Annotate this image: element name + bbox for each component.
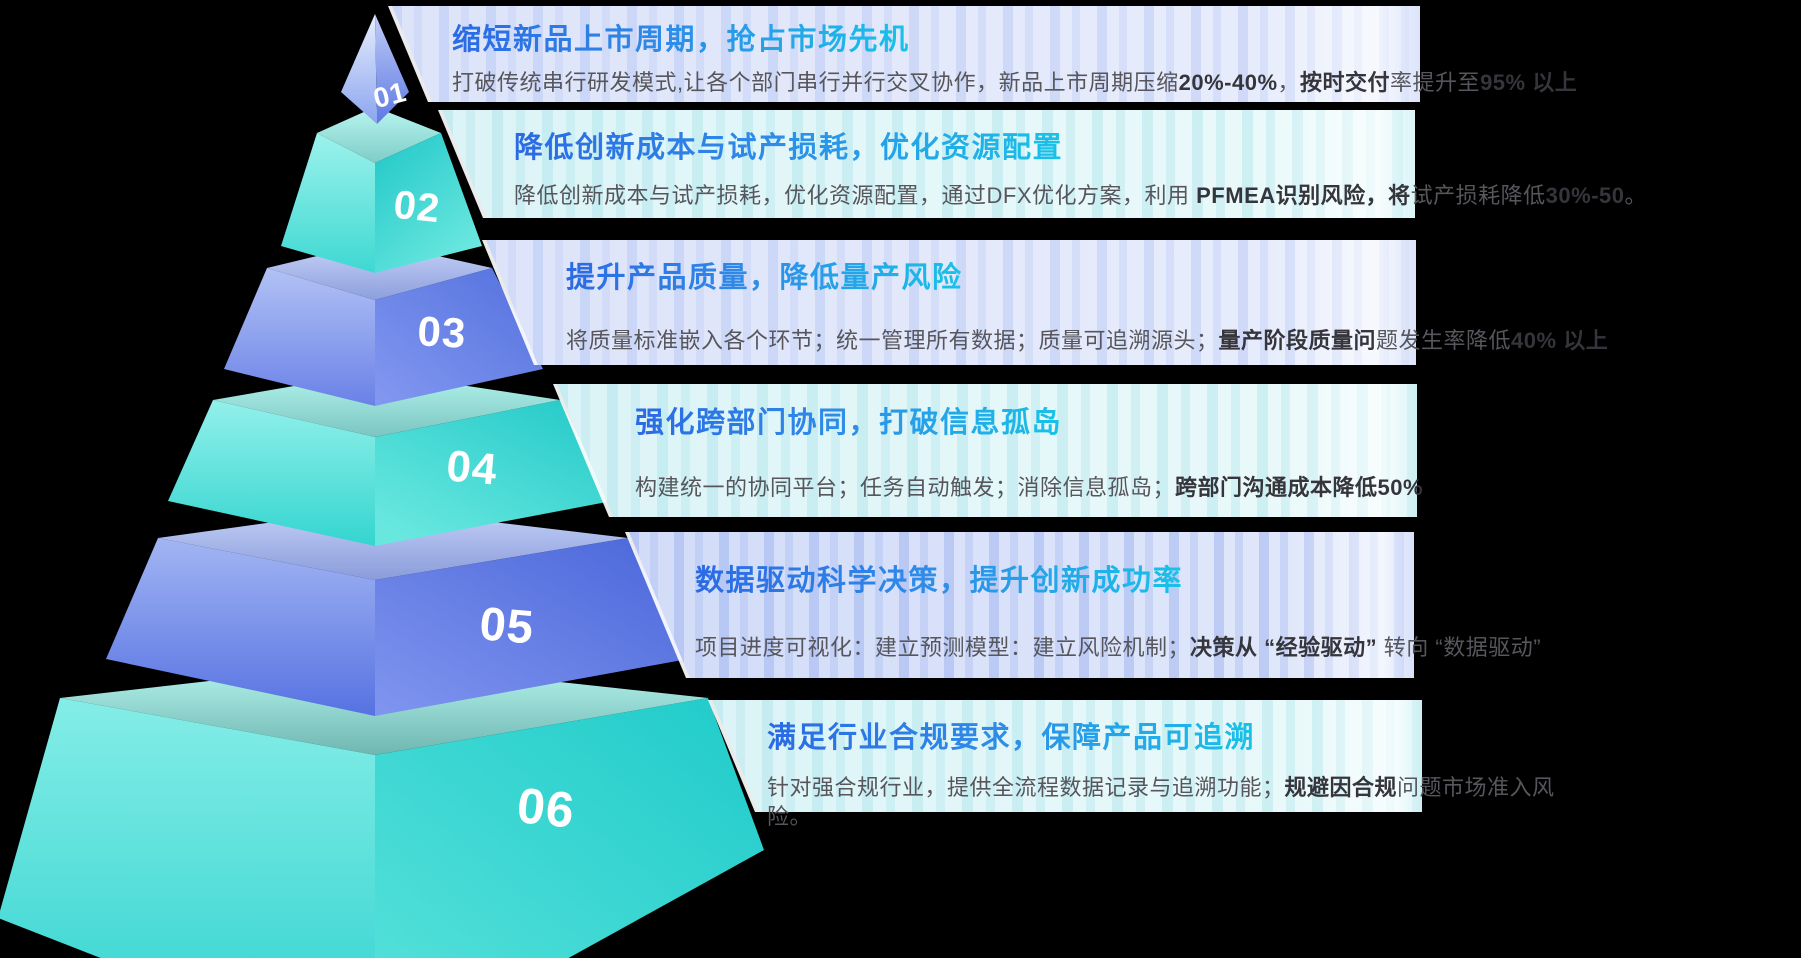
tier-5-left-face bbox=[106, 538, 375, 716]
panel-description: 打破传统串行研发模式,让各个部门串行并行交叉协作，新品上市周期压缩20%-40%… bbox=[452, 70, 1578, 95]
tier-5-top-face bbox=[158, 508, 628, 580]
tier-2-right-face bbox=[375, 133, 482, 273]
panel-title: 提升产品质量，降低量产风险 bbox=[566, 254, 963, 296]
tier-5-number: 05 bbox=[478, 596, 537, 654]
benefit-panel-6: 满足行业合规要求，保障产品可追溯 针对强合规行业，提供全流程数据记录与追溯功能；… bbox=[708, 700, 1554, 829]
tier-6-right-face bbox=[375, 698, 764, 958]
tier-6-left-face bbox=[0, 698, 375, 958]
tier-3-right-face bbox=[375, 268, 543, 406]
tier-2-left-face bbox=[281, 133, 375, 273]
panel-title: 缩短新品上市周期，抢占市场先机 bbox=[452, 16, 910, 58]
panel-background bbox=[442, 110, 1415, 218]
panel-background bbox=[629, 532, 1414, 678]
panel-description: 项目进度可视化：建立预测模型：建立风险机制；决策从 “经验驱动” 转向 “数据驱… bbox=[695, 635, 1542, 660]
panel-description: 将质量标准嵌入各个环节；统一管理所有数据；质量可追溯源头；量产阶段质量问题发生率… bbox=[566, 328, 1609, 353]
panel-description: 降低创新成本与试产损耗，优化资源配置，通过DFX优化方案，利用 PFMEA识别风… bbox=[514, 183, 1648, 208]
tier-4-top-face bbox=[213, 372, 560, 437]
tier-4-number: 04 bbox=[444, 441, 499, 494]
benefit-panel-1: 缩短新品上市周期，抢占市场先机 打破传统串行研发模式,让各个部门串行并行交叉协作… bbox=[388, 6, 1578, 102]
panel-background bbox=[392, 6, 1420, 102]
tier-3-left-face bbox=[224, 268, 375, 406]
panel-title: 满足行业合规要求，保障产品可追溯 bbox=[767, 714, 1255, 756]
tier-2-top-face bbox=[317, 107, 441, 163]
tier-2-number: 02 bbox=[392, 183, 443, 232]
panel-background bbox=[486, 240, 1416, 365]
tier-5-right-face bbox=[375, 538, 688, 716]
panel-title: 数据驱动科学决策，提升创新成功率 bbox=[695, 557, 1183, 599]
benefit-panel-5: 数据驱动科学决策，提升创新成功率 项目进度可视化：建立预测模型：建立风险机制；决… bbox=[625, 532, 1542, 678]
benefit-panel-3: 提升产品质量，降低量产风险 将质量标准嵌入各个环节；统一管理所有数据；质量可追溯… bbox=[482, 240, 1609, 365]
pyramid-tier-5: 05 bbox=[106, 508, 688, 716]
pyramid-tier-2: 02 bbox=[281, 107, 482, 273]
tier-4-right-face bbox=[375, 400, 612, 546]
tier-1-right-face bbox=[375, 14, 409, 124]
panel-description: 针对强合规行业，提供全流程数据记录与追溯功能；规避因合规问题市场准入风险。 bbox=[767, 775, 1555, 829]
panel-title: 强化跨部门协同，打破信息孤岛 bbox=[635, 399, 1062, 441]
pyramid-tier-6: 06 bbox=[0, 662, 764, 958]
tier-4-left-face bbox=[168, 400, 375, 546]
pyramid-tier-1: 01 bbox=[341, 14, 410, 124]
pyramid-graphic: 06 05 04 03 02 bbox=[0, 14, 764, 958]
benefit-panel-4: 强化跨部门协同，打破信息孤岛 构建统一的协同平台；任务自动触发；消除信息孤岛；跨… bbox=[553, 384, 1424, 517]
tier-6-number: 06 bbox=[514, 777, 577, 839]
panel-background bbox=[712, 700, 1422, 812]
pyramid-tier-4: 04 bbox=[168, 372, 612, 546]
panel-background bbox=[557, 384, 1417, 517]
panel-description: 构建统一的协同平台；任务自动触发；消除信息孤岛；跨部门沟通成本降低50% bbox=[635, 475, 1424, 500]
benefit-panel-2: 降低创新成本与试产损耗，优化资源配置 降低创新成本与试产损耗，优化资源配置，通过… bbox=[438, 110, 1648, 218]
tier-3-number: 03 bbox=[416, 307, 467, 356]
tier-1-left-face bbox=[341, 14, 377, 124]
panel-title: 降低创新成本与试产损耗，优化资源配置 bbox=[514, 124, 1063, 166]
